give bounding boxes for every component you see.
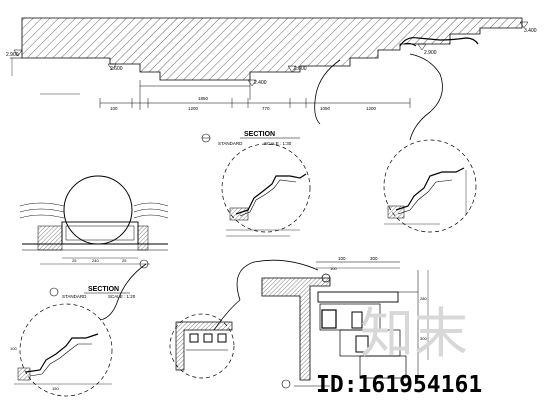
dim-label: 100 <box>110 106 118 111</box>
dim-label: 150 <box>52 386 59 391</box>
level-label: 2.900 <box>424 50 437 56</box>
level-marker-6: 3.400 <box>519 21 537 34</box>
level-label: 2.400 <box>254 80 267 86</box>
level-marker-5: 2.900 <box>417 43 437 56</box>
dim-label: 300 <box>370 256 378 261</box>
dim-label: 240 <box>92 258 99 263</box>
bottom-left-detail-bubble: 150 100 <box>10 303 113 397</box>
left-section-drawing: 25 240 25 SECTION STANDARD SCALE : 1:20 <box>19 175 169 321</box>
left-section-subtitle: STANDARD <box>62 294 87 299</box>
level-label: 3.400 <box>524 28 537 34</box>
dim-label: 100 <box>10 346 17 351</box>
top-section-drawing: 2.900 2.600 2.400 2.600 2.900 3.400 100 … <box>6 17 537 146</box>
left-section-scale: SCALE : 1:20 <box>108 294 136 299</box>
level-marker-2: 2.600 <box>107 63 123 72</box>
dim-label: 1200 <box>188 106 199 111</box>
watermark-brand: 知末 <box>360 302 468 365</box>
dim-label: 25 <box>122 258 127 263</box>
level-marker-1: 2.900 <box>6 49 23 58</box>
dim-label: 770 <box>262 106 270 111</box>
dim-label: 100 <box>338 256 346 261</box>
top-section-title: SECTION <box>244 131 275 138</box>
dim-label: 1850 <box>198 96 209 101</box>
bottom-stair-detail: 100 300 100 280 300 <box>213 256 429 381</box>
dim-label: 280 <box>420 296 427 301</box>
level-label: 2.600 <box>294 66 307 72</box>
top-hatched-slab <box>21 17 523 81</box>
dim-label: 1200 <box>366 106 377 111</box>
level-label: 2.600 <box>110 66 123 72</box>
level-marker-4: 2.600 <box>287 65 307 73</box>
middle-detail-bubble <box>221 143 311 237</box>
dim-label: 300 <box>420 336 427 341</box>
dim-label: 25 <box>72 258 77 263</box>
left-section-title: SECTION <box>88 286 119 293</box>
dim-label: 100 <box>330 266 337 271</box>
level-label: 2.900 <box>6 52 19 58</box>
watermark-id: ID:161954161 <box>316 372 482 398</box>
dim-label: 1050 <box>320 106 331 111</box>
right-detail-bubble <box>383 139 477 233</box>
level-marker-3: 2.400 <box>247 79 267 87</box>
top-section-scale: SCALE : 1:30 <box>264 141 292 146</box>
bottom-small-detail-bubble <box>169 313 235 379</box>
top-section-subtitle: STANDARD <box>218 141 243 146</box>
